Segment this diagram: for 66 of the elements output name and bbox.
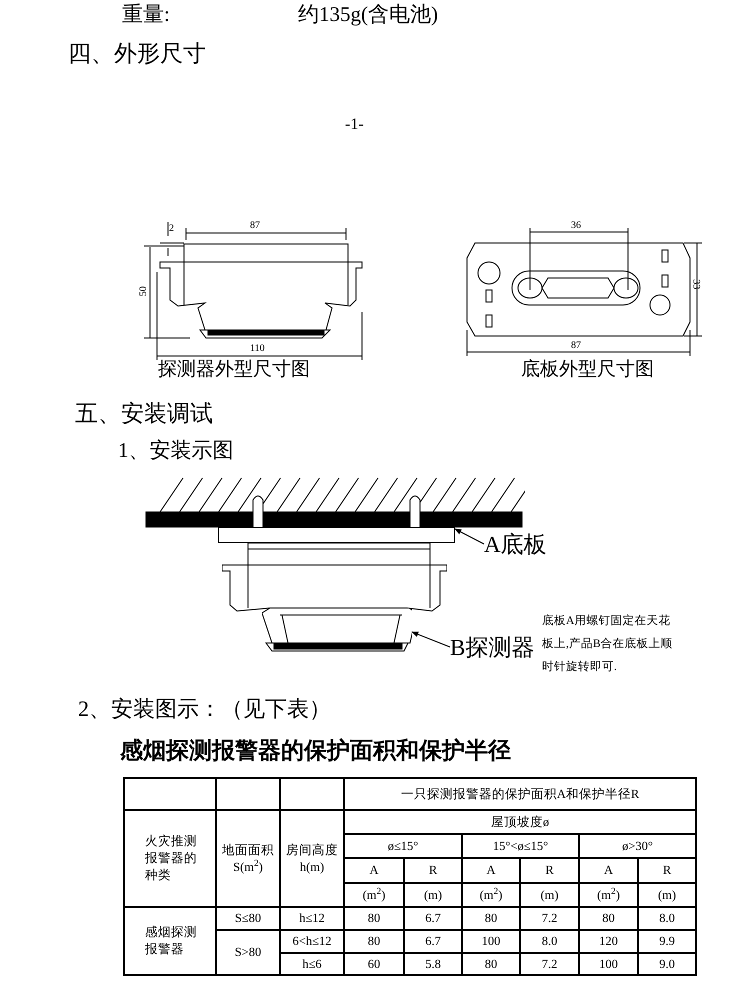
- table-cell: (m): [638, 883, 696, 907]
- part-label: A底板: [484, 527, 556, 561]
- table-cell: 5.8: [404, 953, 462, 975]
- table-cell: 7.2: [520, 907, 579, 930]
- table-cell: 15°<ø≤15°: [462, 834, 579, 858]
- table-cell: S>80: [216, 930, 280, 975]
- table-cell: 120: [579, 930, 638, 953]
- table-cell: 8.0: [638, 907, 696, 930]
- table-cell: (m): [520, 883, 579, 907]
- spec-value: 约135g(含电池): [298, 1, 438, 28]
- page-number: -1-: [345, 115, 364, 135]
- table-cell: 8.0: [520, 930, 579, 953]
- table-cell: ø>30°: [579, 834, 696, 858]
- table-cell: (m$^{2}$): [579, 883, 638, 907]
- table-cell: 100: [462, 930, 520, 953]
- table-cell: 80: [462, 953, 520, 975]
- table-cell: R: [520, 858, 579, 883]
- table-cell: A: [462, 858, 520, 883]
- part-label: B探测器: [450, 630, 538, 664]
- dimension-label: 87: [250, 220, 260, 232]
- table-cell: (m$^{2}$): [462, 883, 520, 907]
- section-heading: 四、外形尺寸: [68, 40, 206, 68]
- spec-label: 重量:: [122, 1, 170, 28]
- table-cell: 7.2: [520, 953, 579, 975]
- table-cell: 6.7: [404, 930, 462, 953]
- mounting-base: [218, 527, 455, 543]
- subsection-heading: 2、安装图示：（见下表）: [78, 695, 331, 722]
- table-cell: 感烟探测报警器: [124, 907, 216, 975]
- section-heading: 五、安装调试: [75, 400, 213, 428]
- dimension-label: 36: [571, 220, 581, 232]
- table-cell: 一只探测报警器的保护面积A和保护半径R: [344, 778, 696, 810]
- table-cell: 60: [344, 953, 404, 975]
- dimension-label: 2: [169, 223, 174, 236]
- table-title: 感烟探测报警器的保护面积和保护半径: [120, 737, 511, 765]
- table-cell: 房间高度h(m): [280, 810, 344, 907]
- table-cell: 屋顶坡度ø: [344, 810, 696, 834]
- leader-line: [411, 632, 450, 648]
- figure-caption: 探测器外型尺寸图: [158, 358, 310, 382]
- table-cell: 6<h≤12: [280, 930, 344, 953]
- note-text: 底板A用螺钉固定在天花板上,产品B合在底板上顺时针旋转即可.: [542, 613, 674, 675]
- table-cell: R: [638, 858, 696, 883]
- table-cell: 80: [344, 907, 404, 930]
- table-cell: A: [344, 858, 404, 883]
- table-cell: h≤6: [280, 953, 344, 975]
- subsection-heading: 1、安装示图: [118, 437, 234, 464]
- table-cell: 80: [579, 907, 638, 930]
- table-cell: 地面面积S(m$^{2}$): [216, 810, 280, 907]
- leader-line: [454, 528, 484, 544]
- table-cell: R: [404, 858, 462, 883]
- table-cell: (m): [404, 883, 462, 907]
- table-cell: 9.9: [638, 930, 696, 953]
- table-cell: 80: [462, 907, 520, 930]
- table-cell: 火灾推测报警器的种类: [124, 810, 216, 907]
- figure-caption: 底板外型尺寸图: [521, 358, 654, 382]
- table-cell: A: [579, 858, 638, 883]
- table-cell: 9.0: [638, 953, 696, 975]
- table-cell: h≤12: [280, 907, 344, 930]
- table-cell: 80: [344, 930, 404, 953]
- table-cell: (m$^{2}$): [344, 883, 404, 907]
- table-cell: 6.7: [404, 907, 462, 930]
- dimension-label: 110: [250, 343, 265, 356]
- dimension-label: 87: [571, 340, 581, 352]
- dimension-label: 50: [138, 286, 150, 296]
- table-cell: 100: [579, 953, 638, 975]
- table-cell: ø≤15°: [344, 834, 462, 858]
- table-cell: S≤80: [216, 907, 280, 930]
